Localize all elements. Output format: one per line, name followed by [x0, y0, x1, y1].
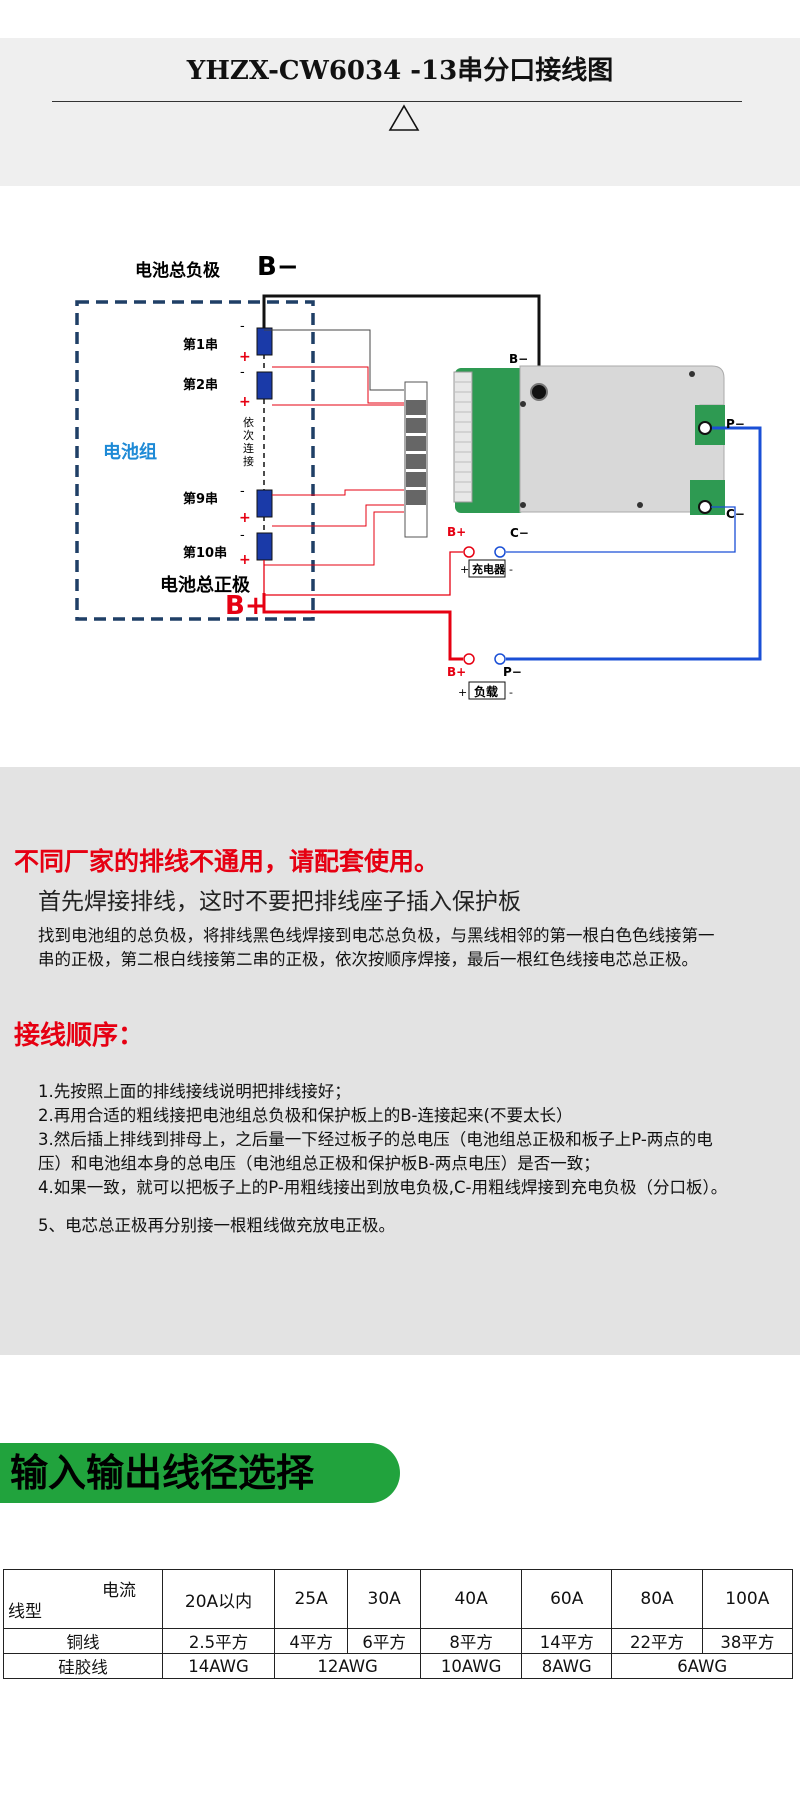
cell-1-block — [256, 327, 273, 356]
step-item: 4.如果一致，就可以把板子上的P-用粗线接出到放电负极,C-用粗线焊接到充电负极… — [38, 1178, 728, 1197]
b-plus-load-wire — [262, 593, 463, 661]
cell-label-9: 第9串 — [183, 491, 218, 507]
cell-label-10: 第10串 — [183, 545, 227, 561]
title-divider — [52, 101, 742, 102]
cell-10-block — [256, 532, 273, 561]
table-row: 铜线 2.5平方 4平方 6平方 8平方 14平方 22平方 38平方 — [3, 1628, 794, 1654]
current-header-cell: 25A — [274, 1569, 349, 1629]
step-item: 5、电芯总正极再分别接一根粗线做充放电正极。 — [38, 1216, 395, 1235]
b-plus-main-sign: B+ — [225, 591, 267, 621]
plus-sign-2: + — [239, 394, 251, 410]
load-bplus-label: B+ — [447, 665, 466, 679]
current-header-cell: 40A — [420, 1569, 523, 1629]
steps-list: 1.先按照上面的排线接线说明把排线接好； 2.再用合适的粗线接把电池组总负极和保… — [38, 1080, 728, 1238]
table-row: 硅胶线 14AWG 12AWG 10AWG 8AWG 6AWG — [3, 1653, 793, 1679]
copper-cell: 6平方 — [347, 1628, 422, 1654]
triangle-icon — [388, 104, 420, 131]
charger-minus: - — [509, 563, 513, 576]
board-p-minus-label: P− — [726, 417, 745, 431]
load-minus: - — [509, 686, 513, 699]
board-b-minus-label: B− — [509, 352, 528, 366]
b-minus-main-sign: B− — [257, 252, 299, 282]
current-header-cell: 20A以内 — [161, 1569, 276, 1629]
step-item: 3.然后插上排线到排母上，之后量一下经过板子的总电压（电池组总正极和板子上P-两… — [38, 1130, 713, 1173]
load-box — [468, 681, 506, 700]
b-plus-charger-wire — [263, 551, 463, 596]
silicone-cell: 12AWG — [274, 1653, 422, 1679]
cell-label-2: 第2串 — [183, 377, 218, 393]
pack-label: 电池组 — [103, 441, 157, 463]
instructions-subheading: 首先焊接排线，这时不要把排线座子插入保护板 — [38, 889, 521, 915]
balance-wire-end — [264, 511, 404, 566]
plus-sign-9: + — [239, 510, 251, 526]
copper-cell: 38平方 — [701, 1628, 794, 1654]
balance-wire-1 — [272, 366, 404, 404]
step-item: 2.再用合适的粗线接把电池组总负极和保护板上的B-连接起来(不要太长） — [38, 1106, 573, 1125]
warning-text: 不同厂家的排线不通用，请配套使用。 — [14, 847, 440, 876]
table-corner-cell: 电流 线型 — [3, 1569, 163, 1629]
minus-sign-10: - — [240, 528, 245, 543]
cell-2-block — [256, 371, 273, 400]
sequence-char-1: 依 — [243, 416, 254, 429]
balance-wire-0 — [264, 329, 404, 391]
charger-box — [468, 559, 506, 578]
step-item: 1.先按照上面的排线接线说明把排线接好； — [38, 1082, 351, 1101]
wire-gauge-table: 电流 线型 20A以内 25A 30A 40A 60A 80A 100A 铜线 … — [3, 1569, 794, 1679]
load-pminus-label: P− — [503, 665, 522, 679]
current-header-cell: 100A — [701, 1569, 794, 1629]
load-plus: + — [458, 686, 467, 699]
balance-wire-10 — [272, 504, 404, 527]
row-label-copper: 铜线 — [3, 1628, 163, 1654]
charger-plus: + — [460, 563, 469, 576]
b-minus-main-label: 电池总负极 — [135, 260, 220, 281]
silicone-cell: 8AWG — [521, 1653, 613, 1679]
b-plus-main-label: 电池总正极 — [160, 574, 251, 596]
p-minus-wire — [506, 426, 762, 661]
copper-cell: 8平方 — [420, 1628, 523, 1654]
current-header-cell: 80A — [611, 1569, 703, 1629]
copper-cell: 22平方 — [611, 1628, 703, 1654]
charger-cminus-label: C− — [510, 526, 529, 540]
instructions-intro: 找到电池组的总负极，将排线黑色线焊接到电芯总负极，与黑线相邻的第一根白色色线接第… — [38, 926, 715, 969]
cell-label-1: 第1串 — [183, 337, 218, 353]
minus-sign-9: - — [240, 484, 245, 499]
silicone-cell: 6AWG — [611, 1653, 793, 1679]
charger-bplus-label: B+ — [447, 525, 466, 539]
steps-title: 接线顺序： — [14, 1021, 145, 1051]
silicone-cell: 10AWG — [420, 1653, 523, 1679]
charger-label: 充电器 — [472, 562, 506, 576]
corner-current-label: 电流 — [102, 1581, 136, 1601]
protection-board — [453, 365, 725, 515]
instructions-panel — [0, 767, 800, 1355]
current-header-cell: 60A — [521, 1569, 613, 1629]
wiring-diagram: 电池总负极 B− 电池组 第1串 第2串 第9串 第10串 依 次 连 接 - … — [75, 252, 762, 700]
battery-pack-box — [75, 300, 315, 621]
copper-cell: 4平方 — [274, 1628, 349, 1654]
balance-wire-9 — [272, 489, 404, 496]
row-label-silicone: 硅胶线 — [3, 1653, 163, 1679]
silicone-cell: 14AWG — [161, 1653, 276, 1679]
copper-cell: 2.5平方 — [161, 1628, 276, 1654]
wire-selection-title: 输入输出线径选择 — [10, 1450, 315, 1495]
sequence-char-2: 次 — [243, 428, 254, 442]
sequence-char-4: 接 — [243, 455, 254, 468]
board-c-minus-label: C− — [726, 507, 745, 521]
wire-selection-banner — [0, 1443, 400, 1503]
minus-sign-2: - — [240, 365, 245, 380]
copper-cell: 14平方 — [521, 1628, 613, 1654]
corner-type-label: 线型 — [8, 1602, 42, 1622]
page-title: YHZX-CW6034 -13串分口接线图 — [186, 56, 614, 86]
table-header-row: 电流 线型 20A以内 25A 30A 40A 60A 80A 100A — [3, 1569, 794, 1629]
c-minus-wire — [506, 506, 736, 553]
load-label: 负载 — [474, 684, 498, 699]
minus-sign-1: - — [240, 319, 245, 334]
sequence-char-3: 连 — [243, 442, 254, 455]
plus-sign-1: + — [239, 349, 251, 365]
cell-9-block — [256, 489, 273, 518]
b-minus-wire — [262, 294, 541, 390]
plus-sign-10: + — [239, 552, 251, 568]
current-header-cell: 30A — [347, 1569, 422, 1629]
